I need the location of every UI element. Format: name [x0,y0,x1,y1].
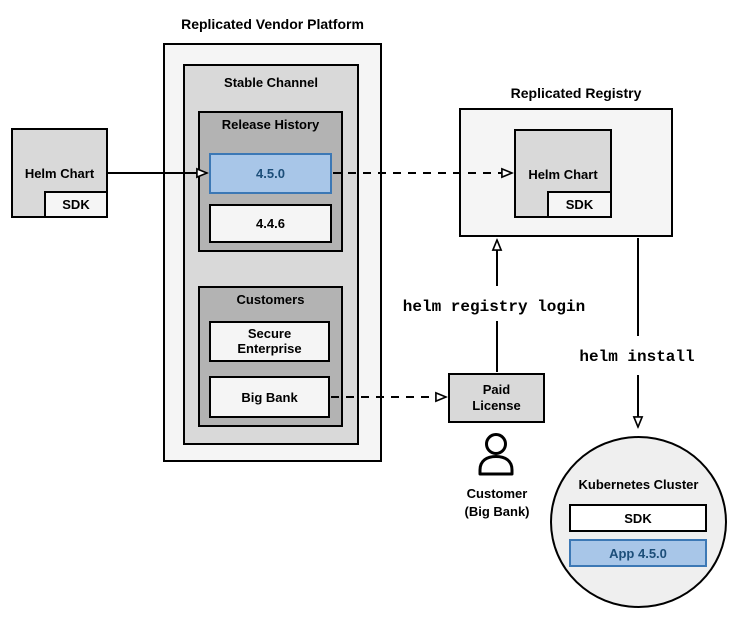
kubernetes-cluster-label: Kubernetes Cluster [578,477,699,492]
release-version-446-box: 4.4.6 [209,204,332,243]
registry-title: Replicated Registry [510,85,642,101]
release-version-450-box: 4.5.0 [209,153,332,194]
customer-actor-detail: (Big Bank) [464,503,530,519]
customer-actor-name: Customer [466,486,528,501]
customer-secure-enterprise-label: Secure Enterprise [237,325,302,356]
customer-actor-label: Customer (Big Bank) [447,485,547,520]
command-helm-install: helm install [571,348,703,366]
stable-channel-label: Stable Channel [224,75,318,90]
customer-secure-enterprise-box: Secure Enterprise [209,321,330,362]
paid-license-box: Paid License [448,373,545,423]
kubernetes-app-box: App 4.5.0 [569,539,707,567]
customers-label: Customers [236,292,305,307]
registry-helm-chart-label: Helm Chart [528,167,598,182]
customer-big-bank-box: Big Bank [209,376,330,418]
paid-license-label: Paid License [472,381,521,413]
person-icon [478,433,514,476]
platform-title: Replicated Vendor Platform [181,16,364,32]
source-helm-chart-label: Helm Chart [24,166,95,181]
release-history-label: Release History [221,117,320,132]
source-sdk-box: SDK [44,191,108,218]
command-helm-registry-login: helm registry login [398,298,590,316]
kubernetes-sdk-box: SDK [569,504,707,532]
registry-sdk-box: SDK [547,191,612,218]
